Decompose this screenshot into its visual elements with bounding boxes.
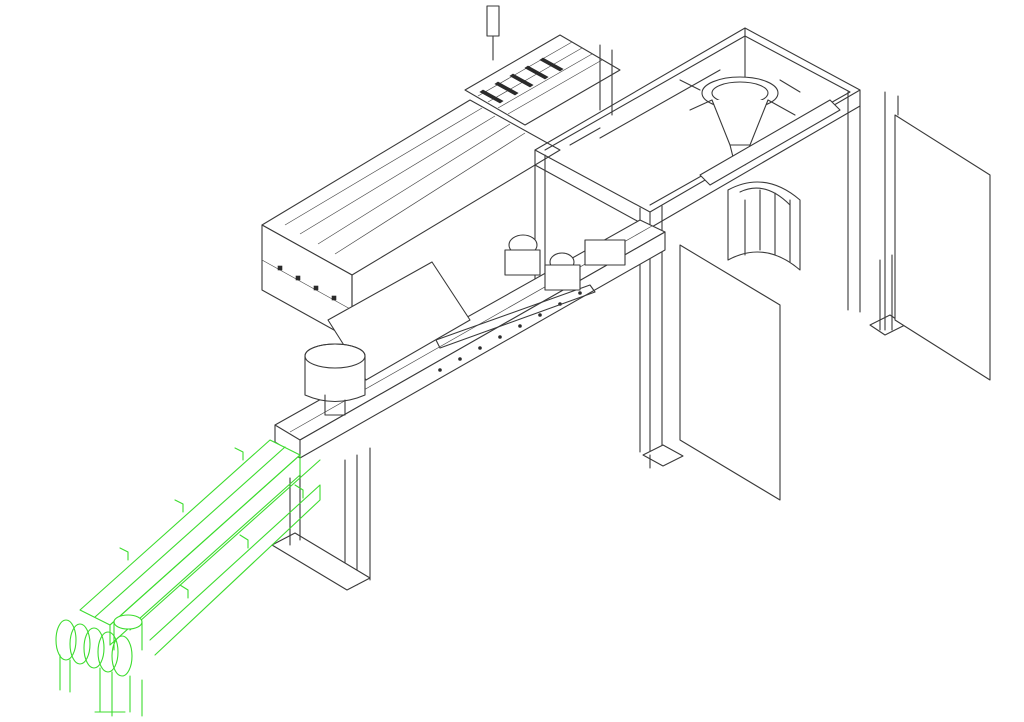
discharge-hopper [679, 76, 801, 166]
rear-roller-conveyor [464, 5, 621, 126]
drum-unit [699, 99, 841, 271]
conveyor-support [271, 447, 371, 591]
bucket-feeder [304, 343, 366, 416]
safety-panel-right [884, 91, 991, 381]
highlighted-auger-conveyor [55, 439, 321, 717]
infeed-conveyor-bed [261, 99, 561, 341]
safety-panel-left [679, 244, 781, 501]
motor-assembly [504, 234, 626, 291]
